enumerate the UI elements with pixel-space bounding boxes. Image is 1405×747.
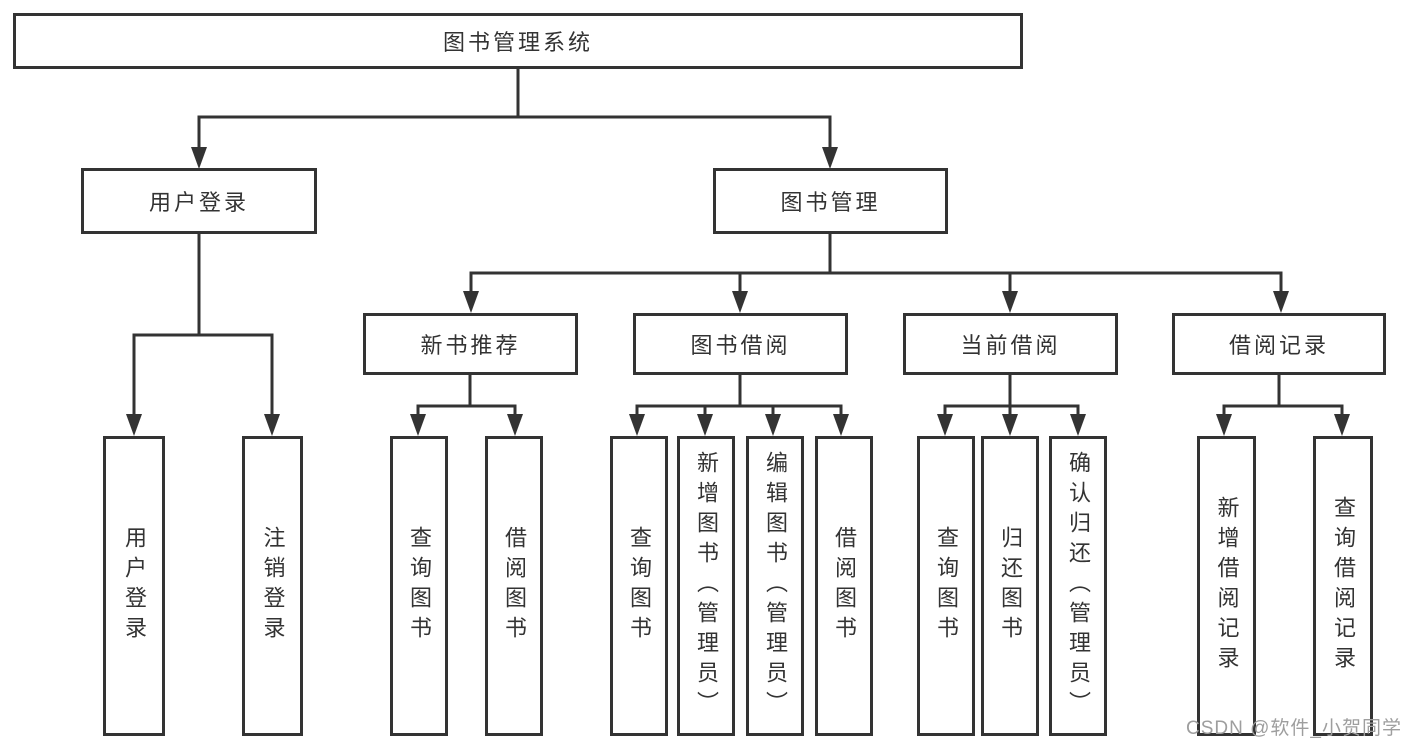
leaf-query-books-borrow: 查询图书 <box>610 436 668 736</box>
leaf-query-books-recommend: 查询图书 <box>390 436 448 736</box>
leaf-borrow-books-recommend: 借阅图书 <box>485 436 543 736</box>
leaf-return-books: 归还图书 <box>981 436 1039 736</box>
leaf-add-borrow-record: 新增借阅记录 <box>1197 436 1256 736</box>
node-label: 图书借阅 <box>690 333 791 358</box>
node-label: 确认归还（管理员） <box>1066 451 1091 721</box>
node-book-borrow: 图书借阅 <box>633 313 848 375</box>
leaf-edit-books-admin: 编辑图书（管理员） <box>746 436 804 736</box>
node-label: 用户登录 <box>148 190 249 215</box>
node-label: 借阅记录 <box>1228 333 1329 358</box>
node-label: 图书管理 <box>780 190 881 215</box>
node-label: 新增图书（管理员） <box>694 451 719 721</box>
node-label: 查询图书 <box>407 526 432 646</box>
node-book-management: 图书管理 <box>713 168 948 234</box>
leaf-confirm-return-admin: 确认归还（管理员） <box>1049 436 1107 736</box>
node-library-management-system: 图书管理系统 <box>13 13 1023 69</box>
node-label: 新书推荐 <box>420 333 521 358</box>
node-label: 编辑图书（管理员） <box>763 451 788 721</box>
arrowheads <box>126 147 1350 436</box>
node-label: 新增借阅记录 <box>1214 496 1240 676</box>
node-current-borrow: 当前借阅 <box>903 313 1118 375</box>
node-label: 查询图书 <box>934 526 959 646</box>
leaf-query-borrow-record: 查询借阅记录 <box>1313 436 1373 736</box>
node-new-book-recommend: 新书推荐 <box>363 313 578 375</box>
node-label: 借阅图书 <box>832 526 857 646</box>
node-label: 当前借阅 <box>960 333 1061 358</box>
leaf-query-books-current: 查询图书 <box>917 436 975 736</box>
node-label: 图书管理系统 <box>442 30 593 55</box>
leaf-user-login: 用户登录 <box>103 436 165 736</box>
node-label: 查询图书 <box>627 526 652 646</box>
node-label: 查询借阅记录 <box>1331 496 1356 676</box>
leaf-logout-login: 注销登录 <box>242 436 303 736</box>
csdn-watermark: CSDN @软件_小贺同学 <box>1186 718 1402 739</box>
node-label: 用户登录 <box>122 526 147 646</box>
node-user-login: 用户登录 <box>81 168 317 234</box>
leaf-add-books-admin: 新增图书（管理员） <box>677 436 735 736</box>
node-label: 归还图书 <box>998 526 1023 646</box>
node-borrow-records: 借阅记录 <box>1172 313 1386 375</box>
leaf-borrow-books: 借阅图书 <box>815 436 873 736</box>
node-label: 借阅图书 <box>502 526 527 646</box>
node-label: 注销登录 <box>260 526 286 646</box>
